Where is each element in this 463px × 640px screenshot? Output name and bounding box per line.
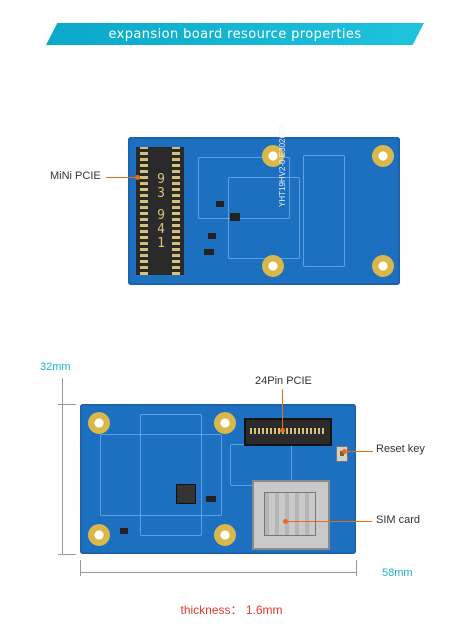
24pin-leader xyxy=(282,389,283,429)
height-dimension-tick xyxy=(58,554,76,555)
height-dimension-tick xyxy=(58,404,76,405)
width-dimension-label: 58mm xyxy=(382,567,413,579)
mini-pcie-leader-dot xyxy=(135,175,140,180)
pcb-trace xyxy=(198,157,290,219)
smd-component xyxy=(206,496,216,502)
smd-component xyxy=(230,213,240,221)
height-dimension-line xyxy=(62,378,63,554)
width-dimension-tick xyxy=(80,560,81,576)
mounting-hole xyxy=(88,524,110,546)
connector-digit: 9 xyxy=(157,172,165,187)
reset-key-leader xyxy=(345,451,373,452)
24pin-callout: 24Pin PCIE xyxy=(255,375,312,387)
width-dimension-tick xyxy=(356,560,357,576)
sim-card-leader xyxy=(286,521,372,522)
pcb-trace xyxy=(140,414,202,536)
sim-card-callout: SIM card xyxy=(376,514,421,526)
bottom-pcb-board xyxy=(80,404,356,554)
mounting-hole xyxy=(262,255,284,277)
thickness-label: thickness： 1.6mm xyxy=(180,603,283,617)
mini-pcie-callout: MiNi PCIE xyxy=(50,170,101,182)
mini-pcie-leader xyxy=(106,177,136,178)
sim-card-leader-dot xyxy=(283,519,288,524)
mounting-hole xyxy=(372,255,394,277)
smd-component xyxy=(216,201,224,207)
smd-component xyxy=(208,233,216,239)
24pin-leader-dot xyxy=(280,428,285,433)
reset-key-callout: Reset key xyxy=(376,443,425,455)
connector-digit: 1 xyxy=(157,236,165,251)
connector-digit: 4 xyxy=(157,222,165,237)
sim-card-slot xyxy=(252,480,330,550)
smd-component xyxy=(120,528,128,534)
mini-pcie-connector: 9 3 9 4 1 xyxy=(136,147,184,275)
smd-component xyxy=(204,249,214,255)
reset-key-leader-dot xyxy=(342,449,347,454)
connector-digit: 9 xyxy=(157,208,165,223)
mounting-hole xyxy=(214,412,236,434)
board-silkscreen: YHT19HV2-0 E302652 xyxy=(278,125,287,207)
mounting-hole xyxy=(214,524,236,546)
connector-digit: 3 xyxy=(157,186,165,201)
title-banner: expansion board resource properties xyxy=(46,23,424,45)
height-dimension-label: 32mm xyxy=(40,361,71,373)
mounting-hole xyxy=(88,412,110,434)
width-dimension-line xyxy=(80,572,356,573)
reset-button-component xyxy=(336,446,348,462)
banner-title: expansion board resource properties xyxy=(108,26,362,42)
mounting-hole xyxy=(372,145,394,167)
top-pcb-board: 9 3 9 4 1 YHT19HV2-0 E302652 xyxy=(128,125,400,285)
mounting-hole xyxy=(262,145,284,167)
24pin-connector xyxy=(244,418,332,446)
pcb-trace xyxy=(303,155,345,267)
power-inductor xyxy=(176,484,196,504)
pcb-trace xyxy=(100,434,222,516)
